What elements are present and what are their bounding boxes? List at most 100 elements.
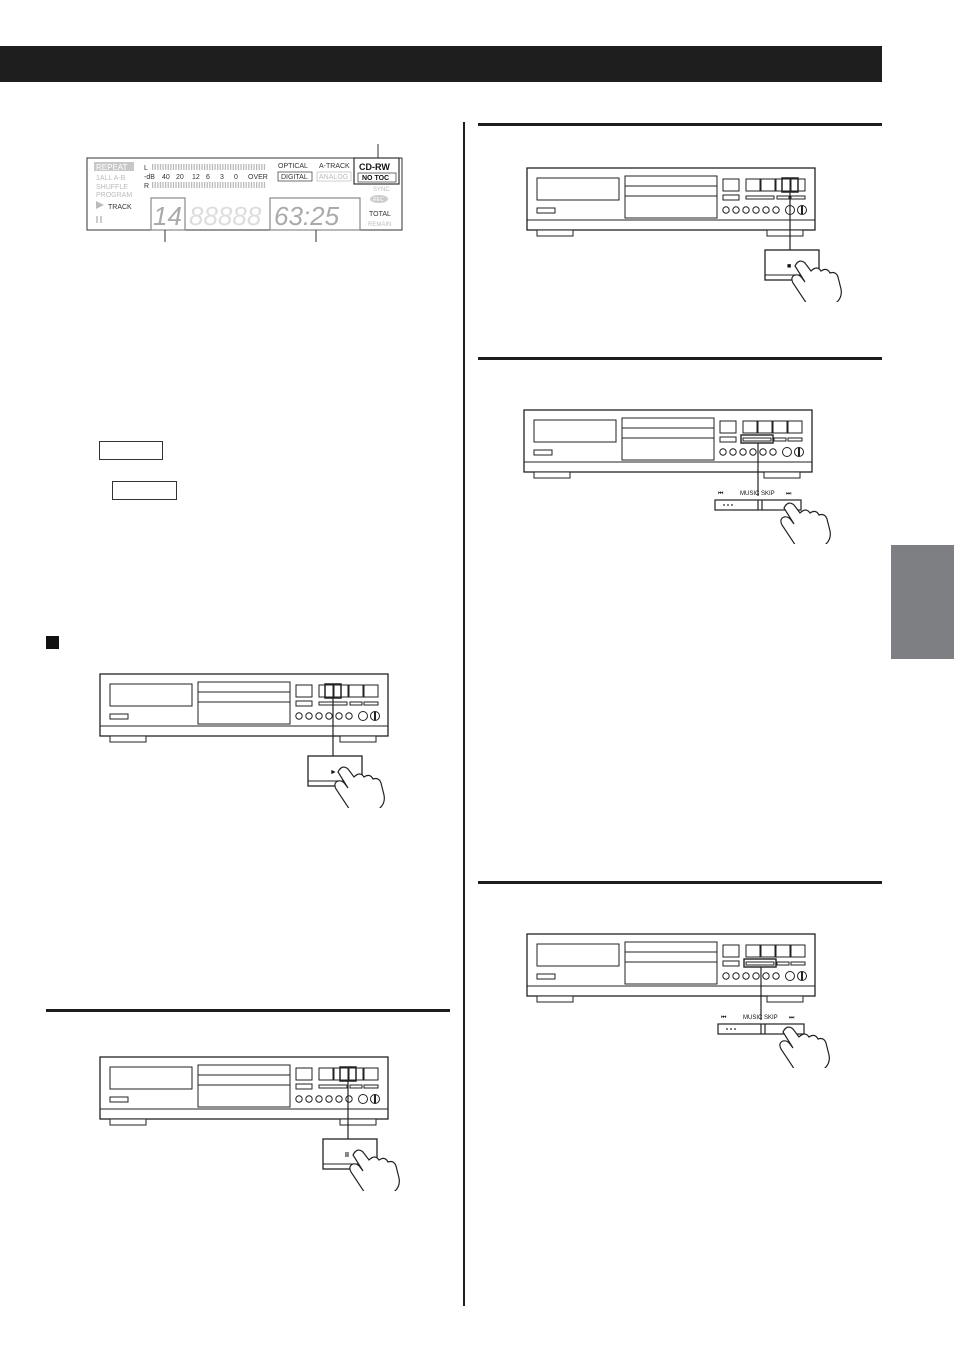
transport-button — [790, 944, 806, 958]
skip-next-icon: ⏭ — [789, 1015, 795, 1021]
pointing-hand-icon — [349, 1149, 400, 1191]
eject-button — [295, 1067, 313, 1081]
skip-back-bar — [318, 1084, 348, 1089]
header-bar — [0, 46, 882, 82]
program-indicator: PROGRAM — [96, 192, 132, 199]
control-knob — [335, 1095, 343, 1103]
svg-text:88888: 88888 — [189, 201, 262, 231]
skip-fwd-bar — [790, 961, 806, 966]
play-operation-illustration: ► — [99, 673, 389, 808]
control-knob — [305, 1095, 313, 1103]
key-label-box — [112, 481, 177, 500]
one-all-ab-indicator: 1ALL A-B — [96, 175, 126, 182]
shuffle-indicator: SHUFFLE — [96, 184, 128, 191]
skip-forward-operation-illustration: ⏮MUSIC SKIP⏭ — [523, 409, 831, 544]
control-knob — [335, 712, 343, 720]
skip-fwd-bar — [363, 701, 379, 706]
control-knob — [739, 448, 747, 456]
skip-fwd-bar — [787, 437, 803, 442]
foot-right — [339, 735, 377, 743]
control-knob — [752, 972, 760, 980]
cd-rw-indicator: CD-RW — [359, 162, 390, 172]
control-knob — [719, 448, 727, 456]
sync-indicator: SYNC — [373, 187, 390, 193]
level-meter — [152, 164, 266, 188]
meter-scale-label: -dB — [144, 174, 155, 181]
transport-button — [745, 944, 761, 958]
control-knob — [315, 712, 323, 720]
remain-indicator: REMAIN — [368, 222, 391, 228]
small-button — [722, 194, 740, 201]
display-panel-illustration: REPEAT 1ALL A-B SHUFFLE PROGRAM TRACK L … — [86, 144, 403, 242]
play-indicator-icon — [96, 201, 104, 209]
control-knob — [722, 206, 730, 214]
digital-indicator: DIGITAL — [281, 174, 308, 181]
control-knob — [732, 206, 740, 214]
analog-indicator: ANALOG — [319, 174, 348, 181]
power-button — [109, 1096, 129, 1103]
foot-left — [109, 1118, 147, 1126]
transport-button — [775, 944, 791, 958]
transport-button — [318, 684, 334, 698]
stop-button-glyph: ■ — [787, 263, 791, 270]
disc-tray — [197, 681, 291, 725]
no-toc-indicator: NO TOC — [362, 175, 389, 182]
control-knob — [759, 448, 767, 456]
disc-tray — [624, 175, 718, 219]
eject-button — [719, 420, 737, 434]
time-readout: 63:25 — [274, 201, 340, 231]
section-rule-stop — [478, 123, 882, 126]
control-knob — [752, 206, 760, 214]
foot-left — [109, 735, 147, 743]
control-knob — [762, 206, 770, 214]
power-button — [109, 713, 129, 720]
display-window — [109, 1066, 193, 1090]
control-knob — [742, 206, 750, 214]
foot-left — [536, 229, 574, 237]
small-button — [722, 960, 740, 967]
transport-button — [757, 420, 773, 434]
section-bullet — [46, 636, 59, 649]
foot-right — [766, 229, 804, 237]
display-window — [536, 943, 620, 967]
meter-scale-label: 6 — [206, 174, 210, 181]
meter-scale-label: 40 — [162, 174, 170, 181]
control-knob — [772, 972, 780, 980]
disc-tray-slot — [197, 1074, 291, 1086]
pointing-hand-icon — [779, 1026, 830, 1068]
section-tab — [891, 545, 954, 659]
transport-button — [787, 420, 803, 434]
control-knob — [749, 448, 757, 456]
meter-scale-label: 12 — [192, 174, 200, 181]
control-knob — [742, 972, 750, 980]
disc-tray-slot — [197, 691, 291, 703]
disc-tray-slot — [624, 185, 718, 197]
control-knob — [762, 972, 770, 980]
music-skip-label: MUSIC SKIP — [743, 1015, 778, 1021]
skip-mid-bar — [349, 1084, 363, 1089]
skip-prev-icon: ⏮ — [718, 491, 724, 497]
transport-button — [745, 178, 761, 192]
stop-operation-illustration: ■ — [526, 167, 842, 302]
track-number-readout: 14 — [153, 201, 182, 231]
control-knob — [722, 972, 730, 980]
play-button-glyph: ► — [330, 769, 337, 776]
repeat-indicator: REPEAT — [96, 163, 128, 172]
control-knob — [732, 972, 740, 980]
skip-back-bar — [745, 961, 775, 966]
total-indicator: TOTAL — [369, 211, 391, 218]
a-track-indicator: A-TRACK — [319, 163, 350, 170]
transport-button — [363, 684, 379, 698]
control-knob — [772, 206, 780, 214]
rec-indicator: REC — [373, 197, 384, 203]
skip-mid-bar — [776, 195, 790, 200]
foot-right — [766, 995, 804, 1003]
pointing-hand-icon — [791, 260, 842, 302]
skip-mid-bar — [773, 437, 787, 442]
skip-fwd-bar — [363, 1084, 379, 1089]
pointing-hand-icon — [334, 766, 385, 808]
foot-left — [533, 471, 571, 479]
skip-next-icon: ⏭ — [786, 491, 792, 497]
highlighted-skip-bar — [740, 434, 774, 444]
control-knob — [345, 1095, 353, 1103]
